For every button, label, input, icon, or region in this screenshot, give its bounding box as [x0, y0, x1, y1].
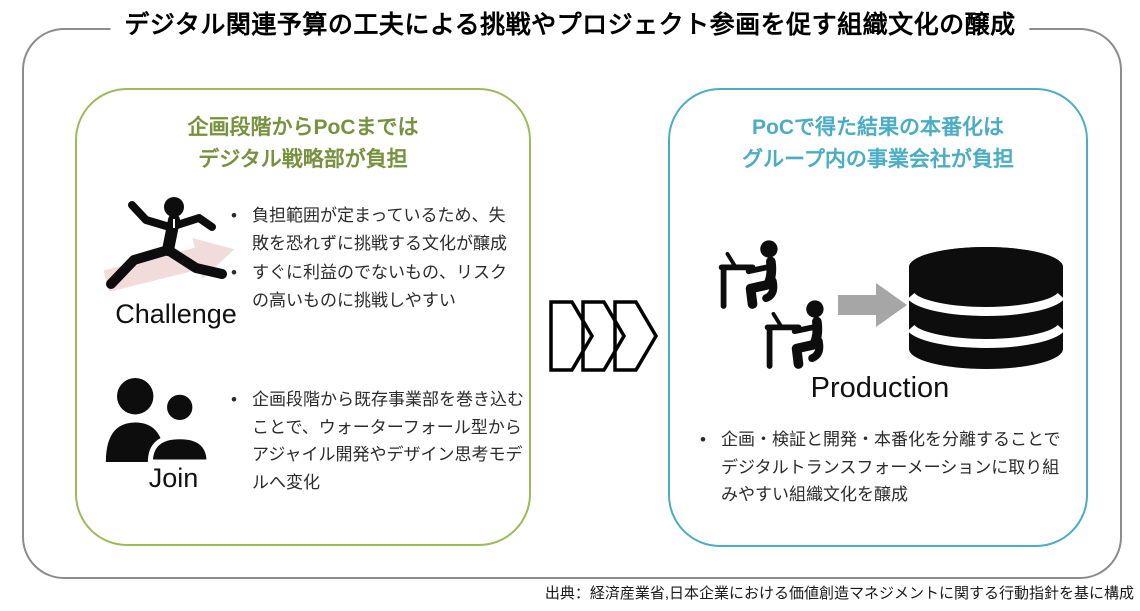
challenge-icon-block: Challenge	[91, 194, 261, 330]
pink-arrow-shape	[103, 238, 235, 292]
arrow-right-icon	[838, 283, 907, 327]
challenge-label: Challenge	[115, 299, 237, 329]
production-label: Production	[810, 372, 950, 404]
bullet-item: すぐに利益のでないもの、リスクの高いものに挑戦しやすい	[225, 259, 521, 314]
right-panel-title-line2: グループ内の事業会社が負担	[742, 147, 1014, 171]
jumping-person-icon	[103, 197, 235, 292]
source-citation: 出典：経済産業省,日本企業における価値創造マネジメントに関する行動指針を基に構成	[544, 585, 1134, 602]
bullet-item: 企画段階から既存事業部を巻き込むことで、ウォーターフォール型からアジャイル開発や…	[225, 386, 525, 496]
right-panel-production-phase: PoCで得た結果の本番化は グループ内の事業会社が負担	[668, 88, 1088, 547]
left-panel-title-line1: 企画段階からPoCまでは	[187, 116, 419, 139]
bullet-item: 負担範囲が定まっているため、失敗を恐れずに挑戦する文化が醸成	[225, 202, 521, 257]
seated-worker-icon	[718, 240, 778, 309]
left-panel-title: 企画段階からPoCまでは デジタル戦略部が負担	[77, 112, 529, 175]
bullet-item: 企画・検証と開発・本番化を分離することでデジタルトランスフォーメーションに取り組…	[694, 426, 1072, 509]
seated-worker-icon	[764, 300, 824, 369]
left-panel-poc-phase: 企画段階からPoCまでは デジタル戦略部が負担 Challenge	[75, 88, 531, 546]
challenge-bullet-list: 負担範囲が定まっているため、失敗を恐れずに挑戦する文化が醸成 すぐに利益のでない…	[225, 202, 521, 316]
right-panel-title-line1: PoCで得た結果の本番化は	[752, 116, 1004, 139]
join-label: Join	[148, 463, 199, 493]
left-panel-title-line2: デジタル戦略部が負担	[198, 147, 408, 171]
chevron-arrows-icon	[549, 300, 659, 372]
join-bullet-list: 企画段階から既存事業部を巻き込むことで、ウォーターフォール型からアジャイル開発や…	[225, 386, 525, 498]
production-bullet-list: 企画・検証と開発・本番化を分離することでデジタルトランスフォーメーションに取り組…	[694, 426, 1072, 511]
database-icon	[908, 247, 1064, 369]
join-icon-block: Join	[101, 376, 246, 494]
people-icon	[105, 378, 212, 462]
page-title: デジタル関連予算の工夫による挑戦やプロジェクト参画を促す組織文化の醸成	[110, 5, 1030, 41]
right-panel-title: PoCで得た結果の本番化は グループ内の事業会社が負担	[670, 112, 1086, 175]
